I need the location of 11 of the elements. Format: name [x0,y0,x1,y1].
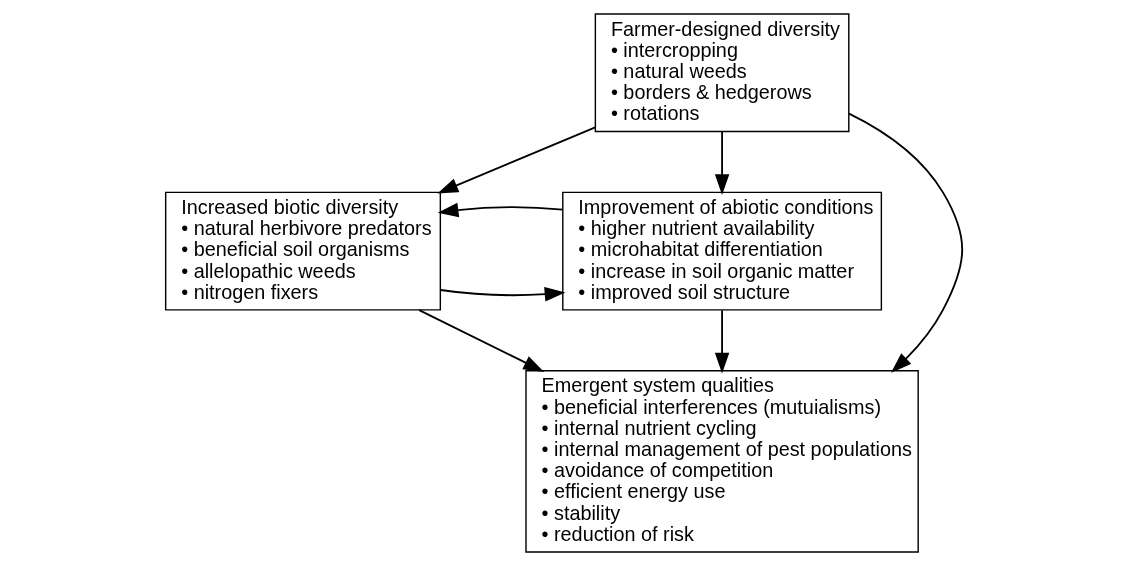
arrow [437,126,597,194]
arrow [848,112,964,373]
node-box: Increased biotic diversity • natural herbivore predators • beneficial soil organisms • allelopathic weeds • nitrogen fixers [164,191,442,311]
arrow [437,202,564,218]
arrow [714,309,730,374]
arrow [418,309,545,372]
arrow [714,130,730,195]
node-box: Improvement of abiotic conditions • higher nutrient availability • microhabitat differentiation • increase in soil organic matter • improved soil structure [562,191,883,311]
arrow [439,286,566,302]
node-box: Emergent system qualities • beneficial interferences (mutuialisms) • internal nutrient cycling • internal management of pest populations • avoidance of competition • efficient energy use • stability • reduction of risk [525,370,919,553]
node-box: Farmer-designed diversity • intercropping • natural weeds • borders & hedgerows • rotations [594,13,850,133]
